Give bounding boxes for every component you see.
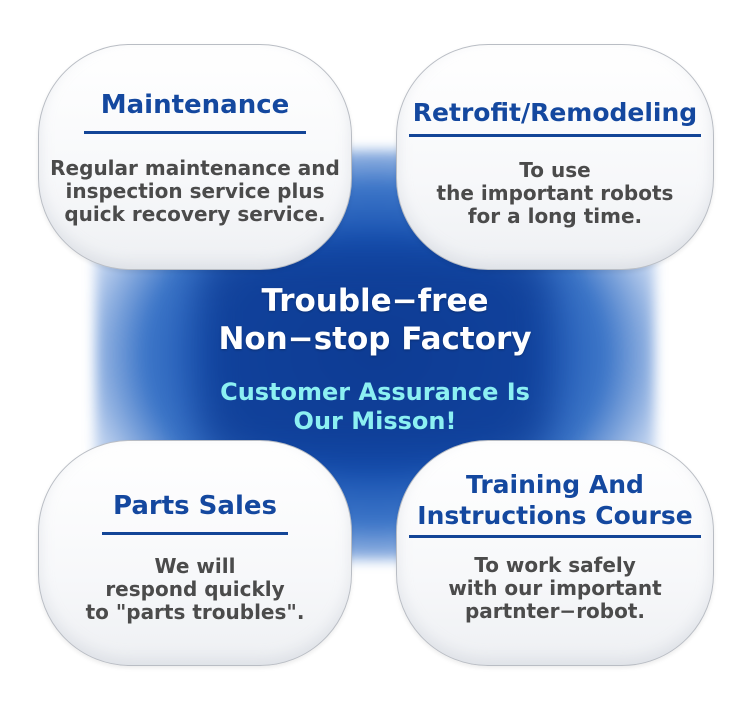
maintenance-description: Regular maintenance and inspection servi… xyxy=(50,156,340,226)
retrofit-title: Retrofit/Remodeling xyxy=(412,98,698,127)
retrofit-card: Retrofit/Remodeling To use the important… xyxy=(396,44,714,270)
maintenance-divider xyxy=(84,131,306,134)
parts-sales-title: Parts Sales xyxy=(113,491,277,521)
center-headline: Trouble−free Non−stop Factory xyxy=(218,283,532,357)
parts-sales-description: We will respond quickly to "parts troubl… xyxy=(85,554,305,624)
training-description: To work safely with our important partnt… xyxy=(448,553,662,623)
parts-sales-divider xyxy=(102,532,288,535)
training-card: Training And Instructions Course To work… xyxy=(396,440,714,666)
maintenance-title: Maintenance xyxy=(100,90,290,120)
training-divider xyxy=(409,535,701,538)
center-message: Trouble−free Non−stop Factory Customer A… xyxy=(165,282,585,436)
center-tagline: Customer Assurance Is Our Misson! xyxy=(220,378,530,435)
parts-sales-card: Parts Sales We will respond quickly to "… xyxy=(38,440,352,666)
retrofit-divider xyxy=(409,134,701,137)
training-title: Training And Instructions Course xyxy=(417,470,693,530)
center-glow-core xyxy=(200,250,550,460)
retrofit-description: To use the important robots for a long t… xyxy=(436,158,674,228)
maintenance-card: Maintenance Regular maintenance and insp… xyxy=(38,44,352,270)
